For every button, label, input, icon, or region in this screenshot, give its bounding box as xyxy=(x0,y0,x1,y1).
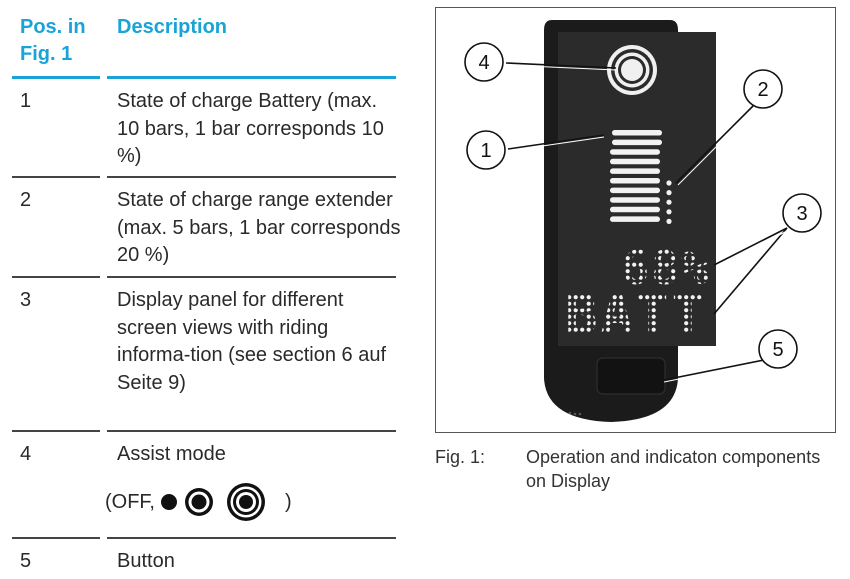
range-extender-dot xyxy=(666,199,672,205)
svg-text:5: 5 xyxy=(772,339,783,361)
header-position: Pos. in Fig. 1 xyxy=(20,16,86,65)
row-rule xyxy=(107,176,396,178)
header-rule-desc xyxy=(107,76,396,79)
battery-bar xyxy=(610,158,660,165)
assist-mode-icons xyxy=(161,483,265,521)
battery-bar xyxy=(610,197,660,203)
assist-mode-icon xyxy=(607,45,657,95)
battery-bar xyxy=(612,130,662,136)
row-5-pos: 5 xyxy=(20,550,32,572)
range-extender-dot xyxy=(666,180,672,186)
row-rule xyxy=(12,276,100,278)
display-batt-text: BATT xyxy=(565,283,707,346)
range-extender-dots xyxy=(666,180,672,224)
row-rule xyxy=(12,430,100,432)
battery-bar xyxy=(610,178,660,184)
leader-lines xyxy=(505,62,788,381)
battery-bar xyxy=(612,139,662,146)
callout-5: 5 xyxy=(758,329,798,369)
filled-dot-icon xyxy=(161,494,177,510)
assist-mode-legend: (OFF, ) xyxy=(105,482,292,522)
speaker-dots xyxy=(568,411,582,416)
battery-bar xyxy=(610,216,660,222)
header-description: Description xyxy=(117,16,228,38)
row-rule xyxy=(107,537,396,539)
row-rule xyxy=(107,430,396,432)
header-rule-pos xyxy=(12,76,100,79)
row-1-pos: 1 xyxy=(20,90,32,112)
range-extender-dot xyxy=(666,218,672,224)
row-3-desc: Display panel for different screen views… xyxy=(117,289,387,394)
display-button xyxy=(596,357,666,395)
row-rule xyxy=(12,176,100,178)
battery-bar xyxy=(610,187,660,194)
svg-text:1: 1 xyxy=(480,140,491,162)
svg-text:2: 2 xyxy=(757,79,768,101)
single-ring-icon xyxy=(185,488,213,516)
battery-bar xyxy=(610,168,660,174)
row-5-desc: Button xyxy=(117,550,175,572)
callout-1: 1 xyxy=(466,130,506,170)
callout-2: 2 xyxy=(743,69,783,109)
figure-caption-label: Fig. 1: xyxy=(435,447,486,467)
battery-bar xyxy=(610,149,660,155)
display-illustration: 68% BATT 4 xyxy=(464,20,822,422)
display-percent-text: 68% xyxy=(621,241,710,295)
row-2-pos: 2 xyxy=(20,189,32,211)
assist-open-label: (OFF, xyxy=(105,490,155,513)
figure-caption-text: Operation and indicaton components on Di… xyxy=(526,447,821,491)
range-extender-dot xyxy=(666,209,672,215)
callout-4: 4 xyxy=(464,42,504,82)
svg-text:3: 3 xyxy=(796,203,807,225)
assist-close-label: ) xyxy=(285,490,292,513)
double-ring-icon xyxy=(227,483,265,521)
callout-3: 3 xyxy=(782,193,822,233)
row-3-pos: 3 xyxy=(20,289,32,311)
battery-bar xyxy=(610,206,660,213)
range-extender-dot xyxy=(666,190,672,196)
row-rule xyxy=(107,276,396,278)
display-figure: 68% BATT 4 xyxy=(435,7,836,433)
svg-text:4: 4 xyxy=(478,52,489,74)
row-4-pos: 4 xyxy=(20,443,32,465)
battery-bars xyxy=(610,130,662,222)
row-1-desc: State of charge Battery (max. 10 bars, 1… xyxy=(117,90,384,167)
row-2-desc: State of charge range extender (max. 5 b… xyxy=(117,189,401,266)
row-4-desc: Assist mode xyxy=(117,443,226,465)
row-rule xyxy=(12,537,100,539)
